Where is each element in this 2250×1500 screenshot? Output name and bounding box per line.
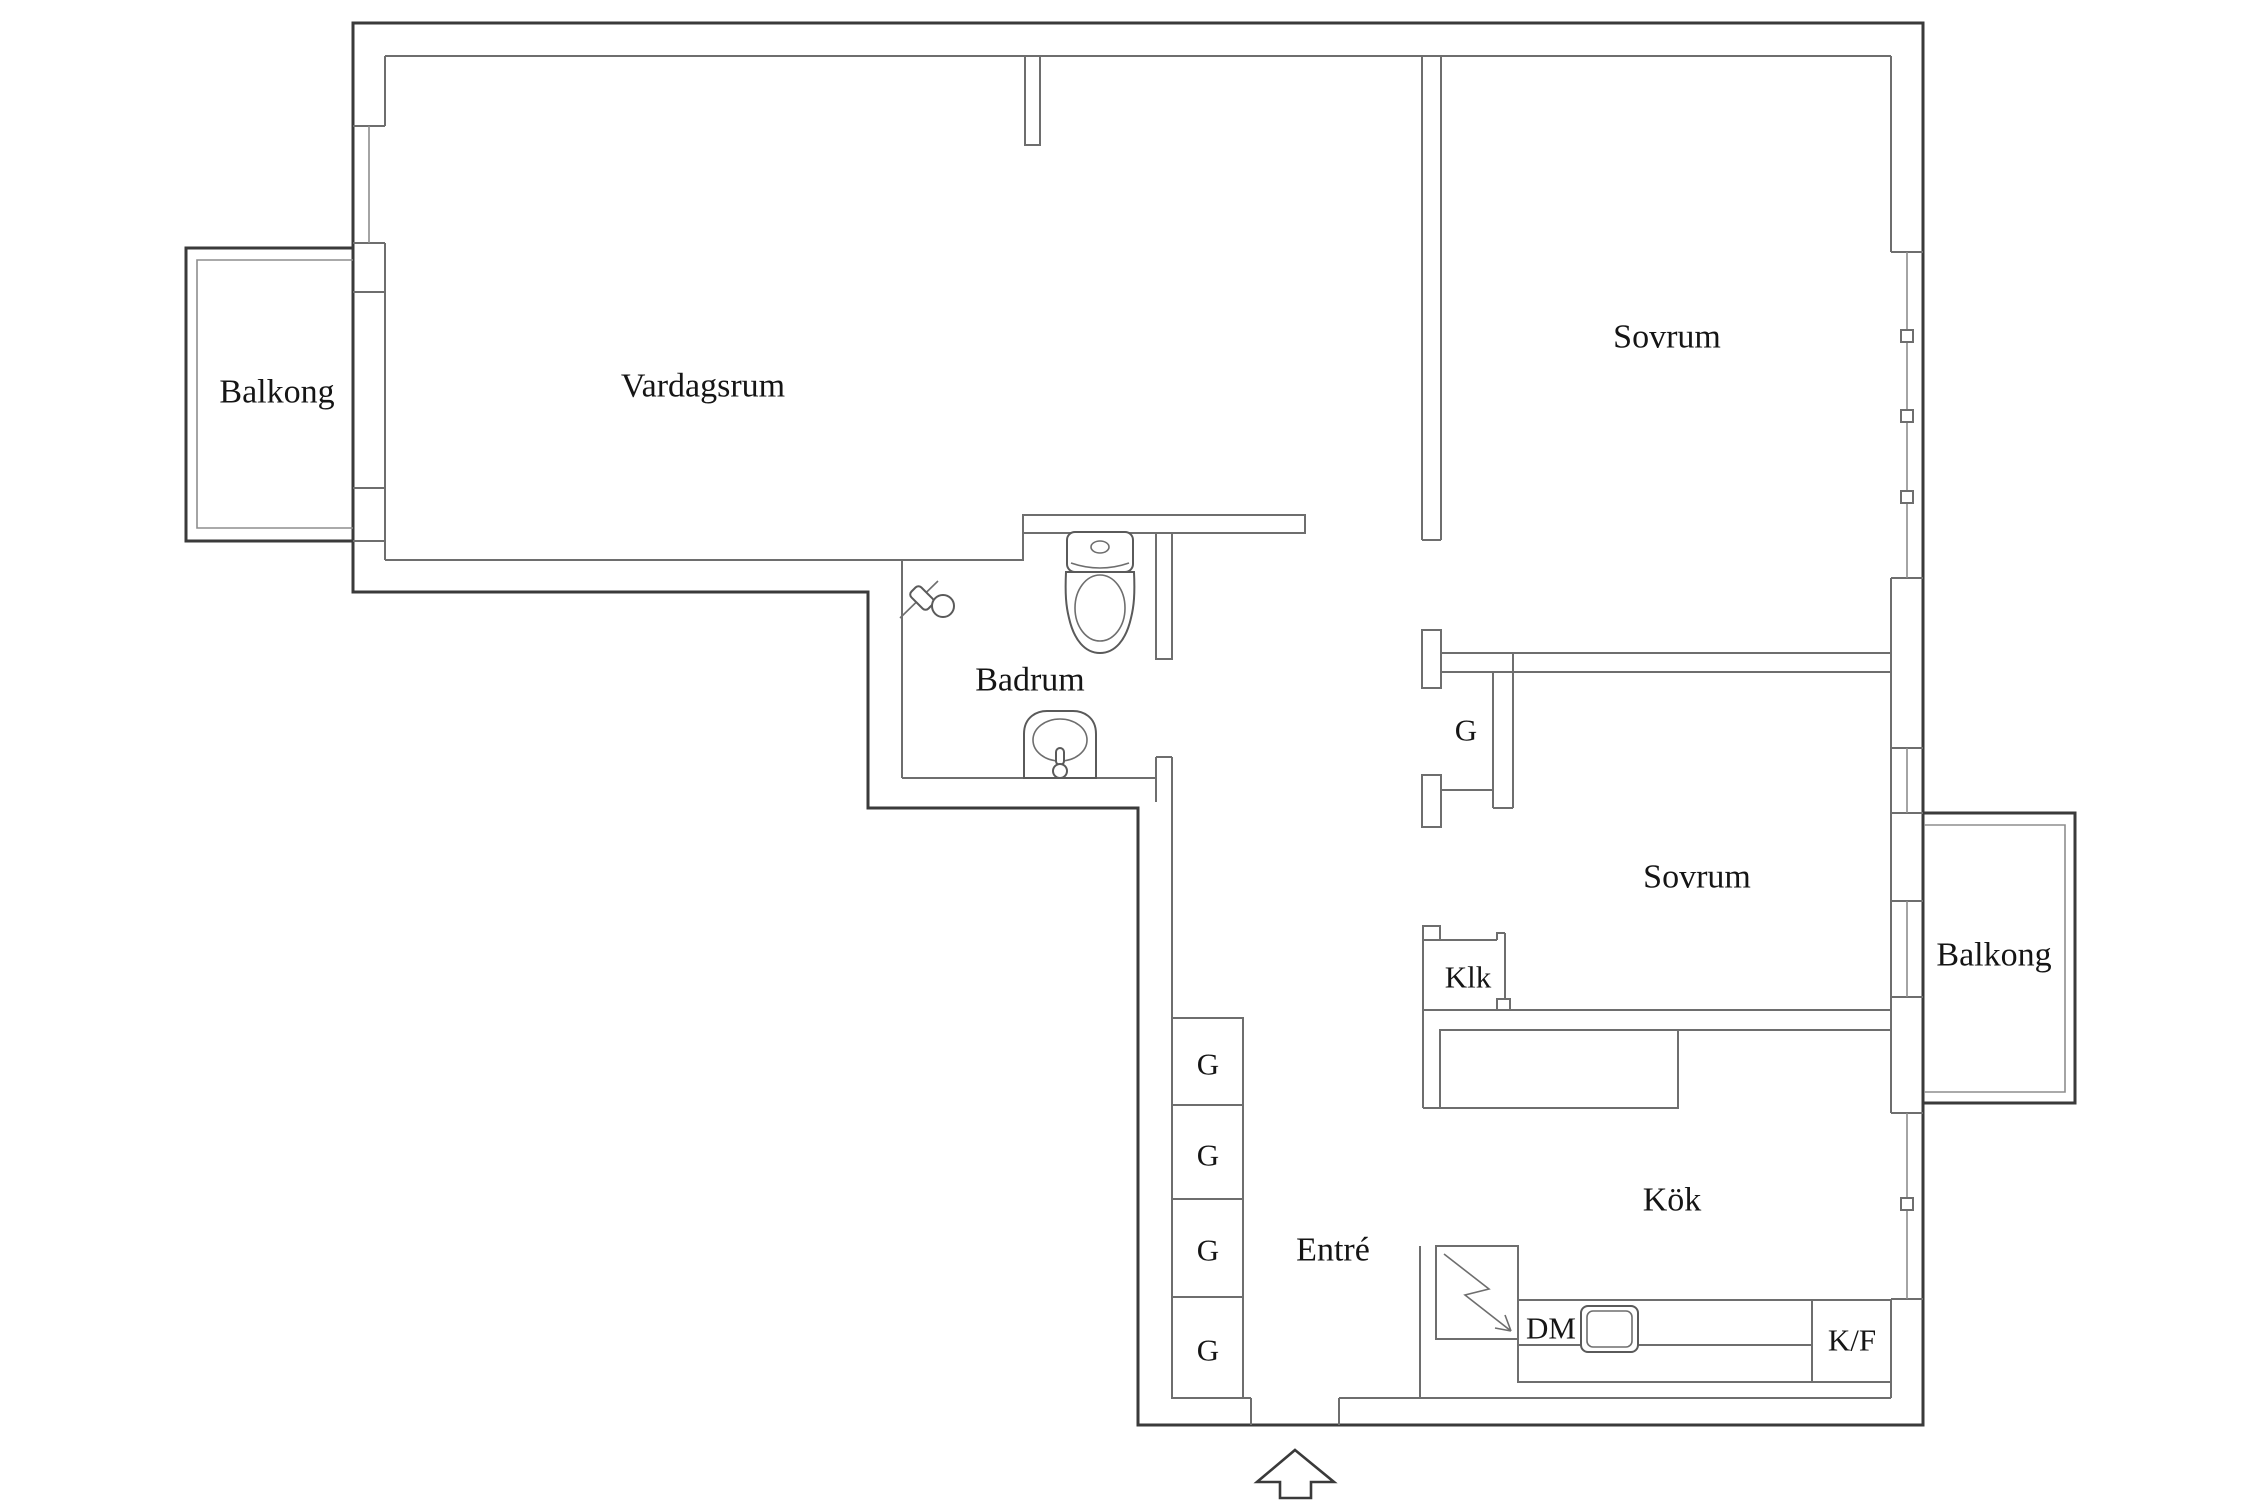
appliance-label-kf: K/F xyxy=(1828,1323,1876,1358)
door-jamb xyxy=(1421,774,1442,828)
klk-closet xyxy=(1422,925,1506,1109)
room-label-kok: Kök xyxy=(1643,1182,1702,1219)
badrum-door-stub xyxy=(1155,533,1173,660)
appliance-label-dm: DM xyxy=(1526,1311,1576,1346)
hall-wall xyxy=(1155,756,1173,1398)
toilet-icon xyxy=(1064,531,1136,655)
kitchen-sink-icon xyxy=(1580,1305,1639,1353)
room-label-entre: Entré xyxy=(1296,1232,1370,1269)
counter-block xyxy=(1439,1029,1679,1109)
wardrobe-label: G xyxy=(1197,1233,1219,1268)
door-jamb xyxy=(1421,629,1442,689)
wardrobe-box xyxy=(1171,1198,1244,1298)
sink-icon xyxy=(1023,710,1097,779)
wardrobe-column xyxy=(1171,1017,1244,1399)
wardrobe-box xyxy=(1171,1104,1244,1200)
garderob-hall-box xyxy=(1441,672,1494,791)
lightning-icon xyxy=(1443,1253,1512,1332)
wardrobe-label: G xyxy=(1197,1047,1219,1082)
closet-label-klk: Klk xyxy=(1445,960,1492,995)
door-jamb xyxy=(1422,925,1441,941)
closet-label-g-hall: G xyxy=(1455,713,1477,748)
wardrobe-box xyxy=(1171,1296,1244,1399)
wardrobe-box xyxy=(1171,1017,1244,1106)
wardrobe-label: G xyxy=(1197,1333,1219,1368)
door-jamb xyxy=(1496,998,1511,1011)
room-label-vardagsrum: Vardagsrum xyxy=(621,368,785,405)
room-labels: Vardagsrum Balkong Sovrum Badrum G Sovru… xyxy=(219,319,2051,1368)
entrance-arrow-icon xyxy=(1253,1448,1338,1500)
room-label-sovrum-mid: Sovrum xyxy=(1643,859,1751,896)
balcony-right xyxy=(1923,811,2077,1105)
electrical-panel xyxy=(1435,1245,1519,1340)
room-label-badrum: Badrum xyxy=(975,662,1085,699)
balcony-left xyxy=(184,246,353,543)
shower-icon xyxy=(899,580,955,619)
room-label-sovrum-top: Sovrum xyxy=(1613,319,1721,356)
exterior-wall-outline xyxy=(351,21,1925,1427)
partition-walls xyxy=(1419,56,1891,1398)
wall-stub-top xyxy=(1024,56,1041,146)
wardrobe-label: G xyxy=(1197,1138,1219,1173)
room-label-balkong-left: Balkong xyxy=(219,374,334,411)
room-label-balkong-right: Balkong xyxy=(1936,937,2051,974)
window-mullions xyxy=(1900,329,1914,1211)
